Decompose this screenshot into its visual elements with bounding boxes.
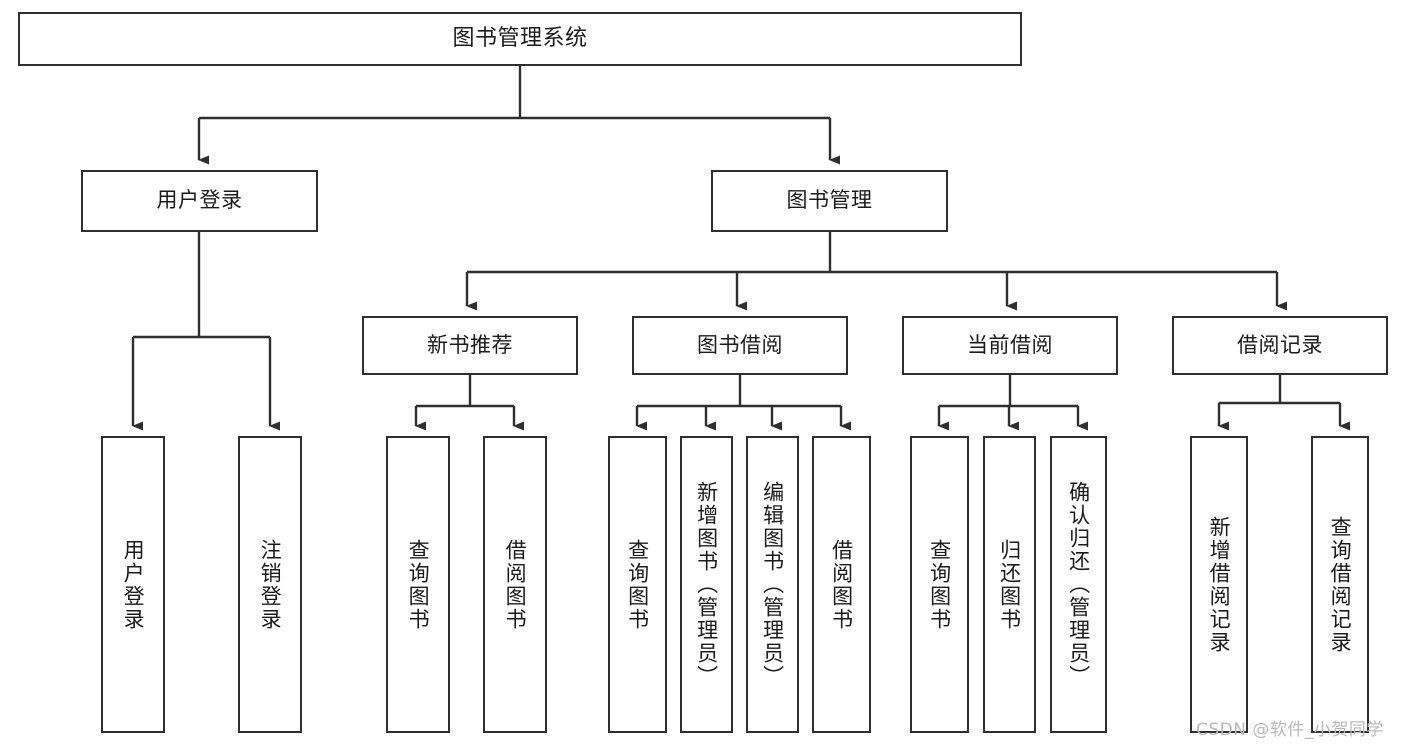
node-leaf-borrow-book-2-label: 借阅图书 (829, 538, 854, 631)
node-book-management[interactable]: 图书管理 (711, 170, 948, 232)
node-current-borrow-label: 当前借阅 (967, 332, 1053, 357)
node-leaf-logout[interactable]: 注销登录 (238, 436, 302, 733)
node-leaf-query-book-2-label: 查询图书 (625, 538, 650, 631)
node-leaf-add-record[interactable]: 新增借阅记录 (1190, 436, 1248, 733)
node-new-book-recommend[interactable]: 新书推荐 (362, 316, 578, 375)
node-leaf-edit-book[interactable]: 编辑图书（管理员） (746, 436, 799, 733)
node-leaf-add-record-label: 新增借阅记录 (1207, 515, 1232, 654)
node-new-book-recommend-label: 新书推荐 (427, 332, 513, 357)
node-leaf-add-book-label: 新增图书（管理员） (694, 481, 719, 688)
node-book-borrow[interactable]: 图书借阅 (632, 316, 848, 375)
node-book-borrow-label: 图书借阅 (697, 332, 783, 357)
node-leaf-borrow-book-1[interactable]: 借阅图书 (483, 436, 547, 733)
node-book-management-label: 图书管理 (786, 188, 873, 213)
node-leaf-edit-book-label: 编辑图书（管理员） (760, 481, 785, 688)
node-leaf-confirm-return[interactable]: 确认归还（管理员） (1050, 436, 1107, 733)
node-leaf-return-book-label: 归还图书 (997, 538, 1022, 631)
node-leaf-query-book-3[interactable]: 查询图书 (910, 436, 969, 733)
node-leaf-add-book[interactable]: 新增图书（管理员） (680, 436, 733, 733)
node-borrow-record-label: 借阅记录 (1237, 332, 1323, 357)
node-borrow-record[interactable]: 借阅记录 (1172, 316, 1388, 375)
node-leaf-query-book-2[interactable]: 查询图书 (608, 436, 667, 733)
node-leaf-borrow-book-2[interactable]: 借阅图书 (812, 436, 871, 733)
node-leaf-query-book-1[interactable]: 查询图书 (386, 436, 450, 733)
node-leaf-query-book-3-label: 查询图书 (927, 538, 952, 631)
node-leaf-return-book[interactable]: 归还图书 (983, 436, 1036, 733)
node-root-label: 图书管理系统 (452, 25, 588, 51)
node-leaf-query-record-label: 查询借阅记录 (1328, 515, 1353, 654)
node-leaf-logout-label: 注销登录 (258, 538, 283, 631)
node-root[interactable]: 图书管理系统 (18, 12, 1022, 66)
node-user-login-label: 用户登录 (156, 188, 243, 213)
node-current-borrow[interactable]: 当前借阅 (902, 316, 1118, 375)
node-leaf-user-login[interactable]: 用户登录 (101, 436, 165, 733)
node-leaf-user-login-label: 用户登录 (121, 538, 146, 631)
node-leaf-query-record[interactable]: 查询借阅记录 (1311, 436, 1369, 733)
node-leaf-query-book-1-label: 查询图书 (406, 538, 431, 631)
node-leaf-borrow-book-1-label: 借阅图书 (503, 538, 528, 631)
node-user-login[interactable]: 用户登录 (81, 170, 318, 232)
node-leaf-confirm-return-label: 确认归还（管理员） (1066, 481, 1091, 688)
csdn-watermark: CSDN @软件_小贺同学 (1196, 720, 1384, 740)
